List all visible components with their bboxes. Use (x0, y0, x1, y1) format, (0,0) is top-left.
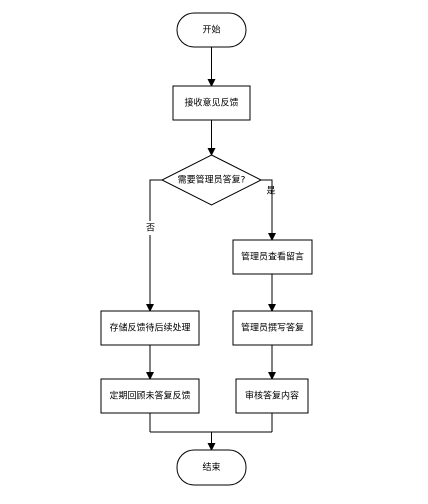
yes-branch-label: 是 (266, 186, 275, 197)
periodic-review-label: 定期回顾未答复反馈 (109, 390, 190, 402)
admin-view-message-label: 管理员查看留言 (241, 251, 304, 263)
end-label: 结束 (202, 461, 220, 473)
arrow-decision-no (146, 179, 162, 312)
end-terminal (176, 449, 247, 486)
no-branch-label: 否 (146, 223, 155, 234)
arrow-decision-yes (261, 179, 276, 241)
process-periodic-review (100, 378, 200, 414)
process-store-feedback (100, 310, 200, 346)
process-admin-view-message (232, 239, 313, 275)
process-admin-write-reply (232, 310, 313, 346)
admin-write-reply-label: 管理员撰写答复 (241, 322, 304, 334)
start-label: 开始 (202, 24, 220, 36)
process-receive-feedback (172, 85, 251, 121)
process-review-reply-content (235, 378, 309, 414)
decision-need-admin-reply (160, 154, 263, 206)
review-reply-content-label: 审核答复内容 (245, 390, 299, 402)
store-feedback-label: 存储反馈待后续处理 (109, 322, 190, 334)
receive-feedback-label: 接收意见反馈 (184, 97, 238, 109)
decision-label: 需要管理员答复? (178, 174, 246, 186)
no-label-background (144, 221, 157, 235)
